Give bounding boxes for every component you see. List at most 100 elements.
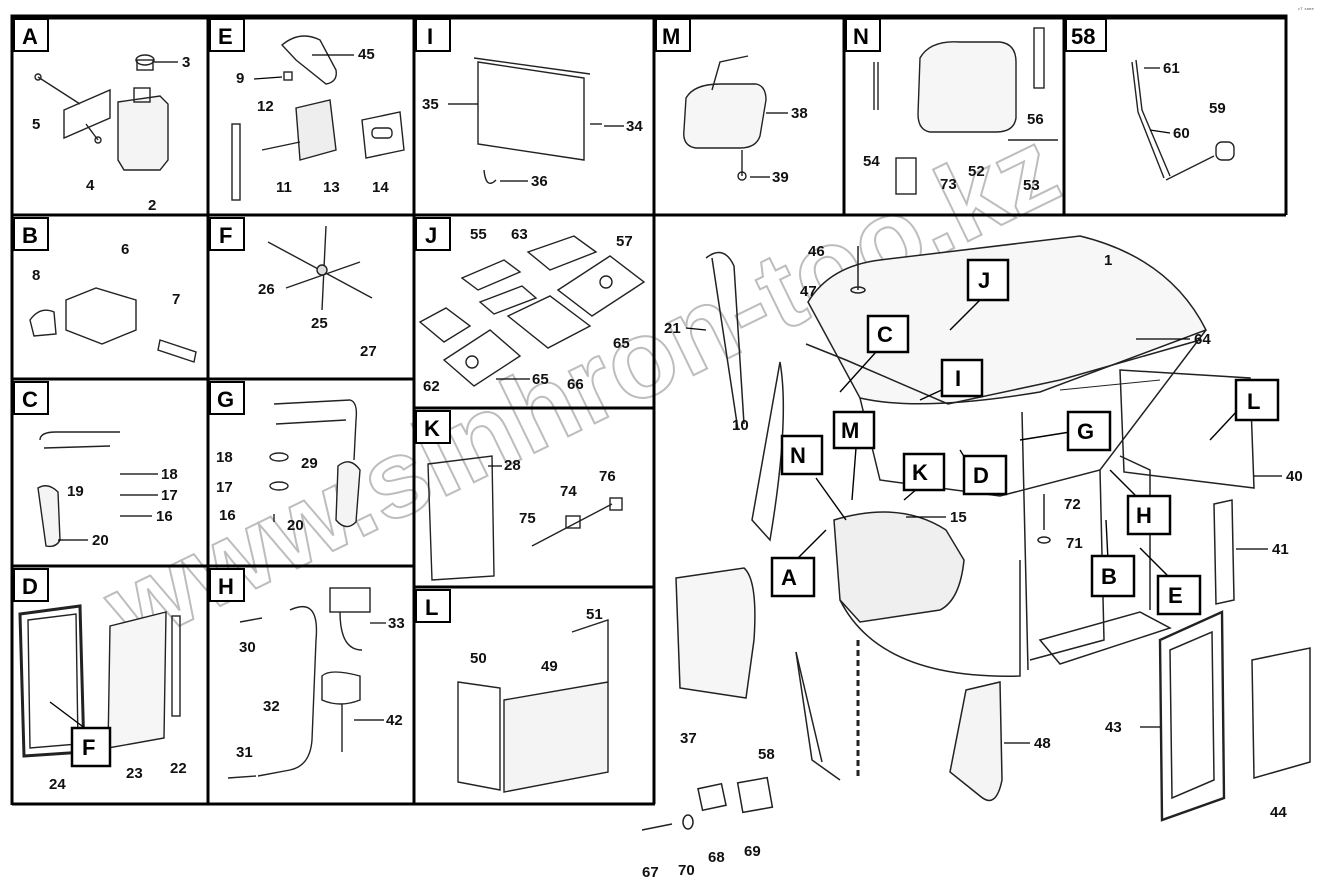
part-74: 74 <box>560 483 577 500</box>
corner-mark: ᶜᵀ ˢᵃᵉᵉ <box>1298 7 1315 14</box>
svg-text:H: H <box>1136 503 1152 528</box>
svg-text:H: H <box>218 574 234 599</box>
callout-f: F <box>70 726 112 768</box>
window-d-drawing <box>18 604 181 758</box>
svg-text:J: J <box>425 223 437 248</box>
part-12: 12 <box>257 98 274 115</box>
panel-label-l: L <box>415 589 451 623</box>
part-61: 61 <box>1163 60 1180 77</box>
part-1: 1 <box>1104 252 1112 269</box>
part-15: 15 <box>950 509 967 526</box>
part-13: 13 <box>323 179 340 196</box>
svg-text:K: K <box>912 460 928 485</box>
panel-label-f: F <box>209 217 245 251</box>
part-27: 27 <box>360 343 377 360</box>
cab-assembly-drawing <box>641 235 1311 831</box>
part-40: 40 <box>1286 468 1303 485</box>
part-65b: 65 <box>532 371 549 388</box>
svg-text:58: 58 <box>1071 24 1095 49</box>
part-51: 51 <box>586 606 603 623</box>
panel-label-j: J <box>415 217 451 251</box>
svg-text:L: L <box>425 595 438 620</box>
part-45: 45 <box>358 46 375 63</box>
panel-label-c: C <box>13 381 49 415</box>
part-20b: 20 <box>287 517 304 534</box>
insulation-panel-l-drawing <box>457 619 609 793</box>
svg-text:B: B <box>22 223 38 248</box>
part-62: 62 <box>423 378 440 395</box>
svg-text:D: D <box>973 463 989 488</box>
svg-text:E: E <box>218 24 233 49</box>
panel-grid <box>10 14 1288 806</box>
svg-text:C: C <box>877 322 893 347</box>
panel-label-e: E <box>209 18 245 52</box>
part-65a: 65 <box>613 335 630 352</box>
part-37: 37 <box>680 730 697 747</box>
part-71: 71 <box>1066 535 1083 552</box>
interior-mirror-drawing <box>683 55 767 181</box>
callout-boxes: J C I M G N K D L H A B E F <box>70 258 1280 768</box>
part-21: 21 <box>664 320 681 337</box>
part-23: 23 <box>126 765 143 782</box>
sunshade-drawing <box>473 57 602 184</box>
svg-text:I: I <box>955 366 961 391</box>
svg-text:A: A <box>781 565 797 590</box>
mirror-arm-g-drawing <box>269 399 361 528</box>
part-70: 70 <box>678 862 695 879</box>
part-5: 5 <box>32 116 40 133</box>
part-33: 33 <box>388 615 405 632</box>
part-54: 54 <box>863 153 880 170</box>
antenna-drawing <box>267 225 373 311</box>
wiper-drawing <box>1131 59 1235 181</box>
part-42: 42 <box>386 712 403 729</box>
part-53: 53 <box>1023 177 1040 194</box>
part-2: 2 <box>148 197 156 214</box>
callout-k: K <box>902 452 946 492</box>
part-63: 63 <box>511 226 528 243</box>
part-4: 4 <box>86 177 95 194</box>
panel-label-g: G <box>209 381 245 415</box>
panel-label-b: B <box>13 217 49 251</box>
part-50: 50 <box>470 650 487 667</box>
svg-text:F: F <box>219 223 232 248</box>
curtain-drawing <box>873 27 1058 195</box>
svg-text:D: D <box>22 574 38 599</box>
part-11: 11 <box>276 179 292 196</box>
panel-label-m: M <box>655 18 691 52</box>
svg-text:L: L <box>1247 389 1260 414</box>
part-60: 60 <box>1173 125 1190 142</box>
part-10: 10 <box>732 417 749 434</box>
part-leaders <box>58 54 1282 744</box>
svg-text:I: I <box>427 24 433 49</box>
part-16a: 16 <box>156 508 173 525</box>
part-43: 43 <box>1105 719 1122 736</box>
part-64: 64 <box>1194 331 1211 348</box>
panel-label-58: 58 <box>1065 18 1107 52</box>
part-7: 7 <box>172 291 180 308</box>
svg-text:J: J <box>978 268 990 293</box>
panel-labels: A E I M N 58 B F J C G K D H L <box>13 18 1107 623</box>
svg-text:G: G <box>217 387 234 412</box>
part-28: 28 <box>504 457 521 474</box>
part-76: 76 <box>599 468 616 485</box>
svg-text:A: A <box>22 24 38 49</box>
svg-text:M: M <box>662 24 680 49</box>
svg-text:N: N <box>853 24 869 49</box>
panel-label-k: K <box>415 410 451 444</box>
part-49: 49 <box>541 658 558 675</box>
callout-e: E <box>1156 574 1202 616</box>
svg-text:K: K <box>424 416 440 441</box>
part-labels: 3 5 4 2 45 9 12 11 13 14 35 34 36 38 39 … <box>32 46 1303 881</box>
panel-drawings <box>18 27 1235 793</box>
part-32: 32 <box>263 698 280 715</box>
part-16b: 16 <box>219 507 236 524</box>
hitch-bracket-drawing <box>29 287 197 363</box>
part-17a: 17 <box>161 487 178 504</box>
callout-l: L <box>1234 378 1280 422</box>
part-18a: 18 <box>161 466 178 483</box>
part-22: 22 <box>170 760 187 777</box>
part-47: 47 <box>800 283 817 300</box>
callout-j: J <box>966 258 1010 302</box>
part-36: 36 <box>531 173 548 190</box>
